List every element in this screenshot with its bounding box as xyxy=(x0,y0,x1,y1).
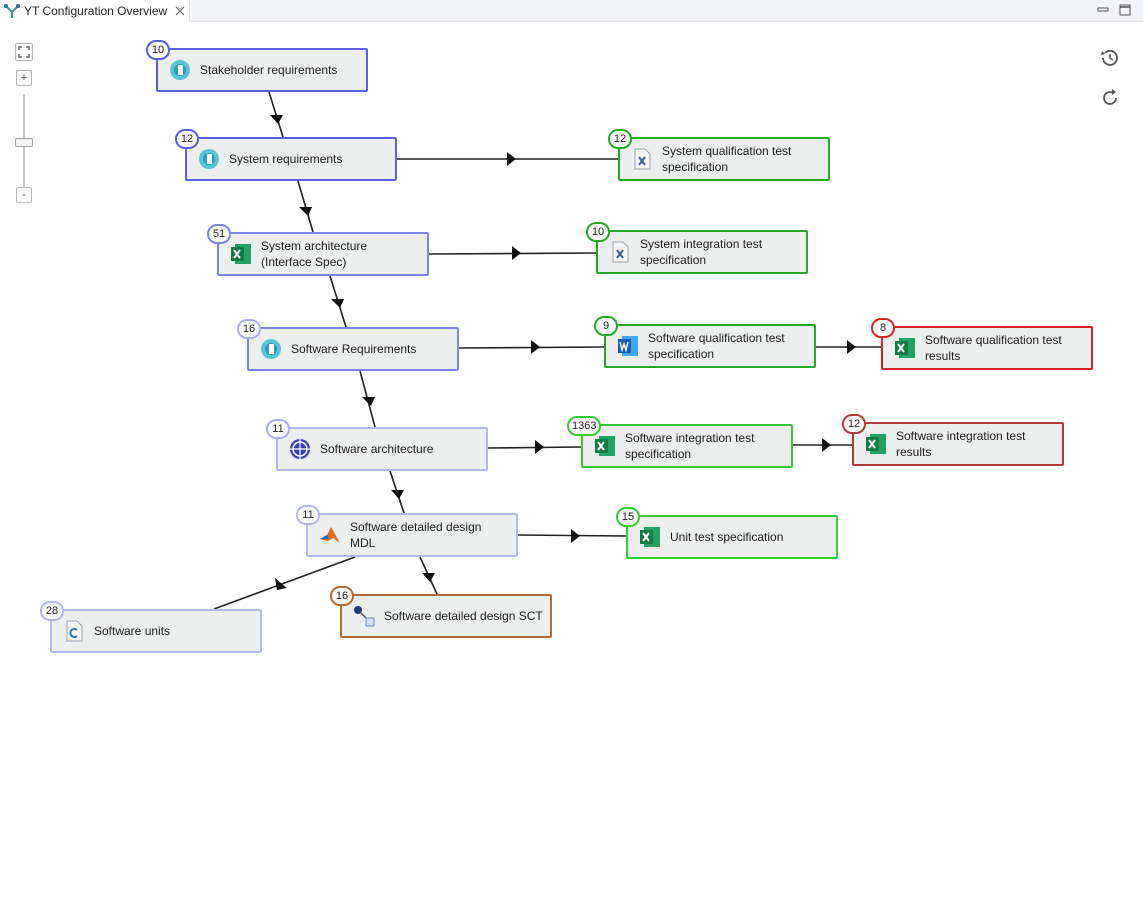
excel-icon xyxy=(866,434,886,454)
fit-to-screen-icon xyxy=(18,46,30,58)
count-badge: 12 xyxy=(842,414,866,434)
edge-arrow xyxy=(275,578,287,590)
yt-logo-icon xyxy=(4,4,20,18)
count-badge: 9 xyxy=(594,316,618,336)
count-badge: 8 xyxy=(871,318,895,338)
edge-arrow xyxy=(391,490,404,499)
node-label: Software qualification test results xyxy=(925,333,1062,363)
node-stakeholder-requirements[interactable]: 10 Stakeholder requirements xyxy=(146,40,368,92)
node-software-requirements[interactable]: 16 Software Requirements xyxy=(237,319,459,371)
node-software-integration-test-specification[interactable]: 1363 Software integration test specifica… xyxy=(567,416,793,468)
count-badge: 15 xyxy=(616,507,640,527)
node-label: Software qualification test specificatio… xyxy=(648,331,785,361)
editor-tab-bar: YT Configuration Overview xyxy=(0,0,1143,22)
edge-arrow xyxy=(847,340,856,354)
node-software-qualification-test-specification[interactable]: 9 Software qualification test specificat… xyxy=(594,316,816,368)
edge-arrow xyxy=(507,152,516,166)
xml-file-icon xyxy=(634,148,651,170)
node-label: Software detailed design SCT xyxy=(384,609,543,623)
edge-sysreq-sysarch xyxy=(297,180,314,233)
edge-swdd-swunits xyxy=(213,556,356,610)
c-source-icon xyxy=(66,620,83,642)
edge-arrow xyxy=(331,299,344,308)
requirements-icon xyxy=(199,149,219,169)
edge-arrow xyxy=(822,438,831,452)
matlab-icon xyxy=(320,527,340,543)
count-badge: 51 xyxy=(207,224,231,244)
fit-to-screen-button[interactable] xyxy=(15,43,33,61)
refresh-icon[interactable] xyxy=(1099,87,1121,109)
node-label: Software Requirements xyxy=(291,342,417,356)
zoom-slider-track[interactable] xyxy=(15,94,33,192)
history-icon[interactable] xyxy=(1099,47,1121,69)
zoom-in-button[interactable]: + xyxy=(16,70,32,86)
close-icon[interactable] xyxy=(175,6,185,16)
node-system-integration-test-specification[interactable]: 10 System integration test specification xyxy=(586,222,808,274)
excel-icon xyxy=(595,436,615,456)
count-badge: 10 xyxy=(586,222,610,242)
count-badge: 12 xyxy=(175,129,199,149)
statechart-icon xyxy=(354,606,375,627)
node-label: System qualification test specification xyxy=(662,144,792,174)
edge-arrow xyxy=(535,440,544,454)
tab-title: YT Configuration Overview xyxy=(24,4,168,18)
count-badge: 11 xyxy=(266,419,290,439)
count-badge: 16 xyxy=(237,319,261,339)
node-system-qualification-test-specification[interactable]: 12 System qualification test specificati… xyxy=(608,129,830,181)
count-badge: 16 xyxy=(330,586,354,606)
node-label: Software integration test results xyxy=(896,429,1026,459)
edge-arrow xyxy=(571,529,580,543)
count-badge: 1363 xyxy=(567,416,602,436)
node-system-requirements[interactable]: 12 System requirements xyxy=(175,129,397,181)
node-software-detailed-design-mdl[interactable]: 11 Software detailed design MDL xyxy=(296,505,518,557)
node-label: Software detailed design MDL xyxy=(350,520,482,550)
xml-file-icon xyxy=(612,241,629,263)
minimize-icon[interactable] xyxy=(1096,3,1110,17)
node-system-architecture[interactable]: 51 System architecture (Interface Spec) xyxy=(207,224,429,276)
edge-arrow xyxy=(270,115,283,124)
node-label: Stakeholder requirements xyxy=(200,63,338,77)
node-software-detailed-design-sct[interactable]: 16 Software detailed design SCT xyxy=(330,586,552,638)
node-unit-test-specification[interactable]: 15 Unit test specification xyxy=(616,507,838,559)
edge-arrow xyxy=(531,340,540,354)
node-label: Software units xyxy=(94,624,171,638)
node-label: System integration test specification xyxy=(640,237,763,267)
node-label: Software architecture xyxy=(320,442,434,456)
excel-icon xyxy=(231,244,251,264)
requirements-icon xyxy=(170,60,190,80)
edge-stakeholder-sysreq xyxy=(268,91,284,138)
edge-arrow xyxy=(422,573,435,582)
node-label: Software integration test specification xyxy=(625,431,755,461)
zoom-slider-thumb[interactable] xyxy=(15,138,33,147)
node-label: Unit test specification xyxy=(670,530,784,544)
edge-swarch-swint xyxy=(487,446,582,449)
count-badge: 10 xyxy=(146,40,170,60)
excel-icon xyxy=(895,338,915,358)
zoom-out-button[interactable]: - xyxy=(16,187,32,203)
edge-arrow xyxy=(362,397,375,406)
count-badge: 11 xyxy=(296,505,320,525)
node-label: System architecture (Interface Spec) xyxy=(261,239,368,269)
node-software-integration-test-results[interactable]: 12 Software integration test results xyxy=(842,414,1064,466)
word-icon xyxy=(618,336,638,356)
node-software-qualification-test-results[interactable]: 8 Software qualification test results xyxy=(871,318,1093,370)
architecture-icon xyxy=(290,439,310,459)
requirements-icon xyxy=(261,339,281,359)
maximize-icon[interactable] xyxy=(1118,3,1132,17)
count-badge: 28 xyxy=(40,601,64,621)
edge-arrow xyxy=(299,207,312,216)
node-software-units[interactable]: 28 Software units xyxy=(40,601,262,653)
node-software-architecture[interactable]: 11 Software architecture xyxy=(266,419,488,471)
tab-yt-configuration-overview[interactable]: YT Configuration Overview xyxy=(0,0,190,22)
excel-icon xyxy=(640,527,660,547)
edge-arrow xyxy=(512,246,521,260)
node-label: System requirements xyxy=(229,152,343,166)
count-badge: 12 xyxy=(608,129,632,149)
